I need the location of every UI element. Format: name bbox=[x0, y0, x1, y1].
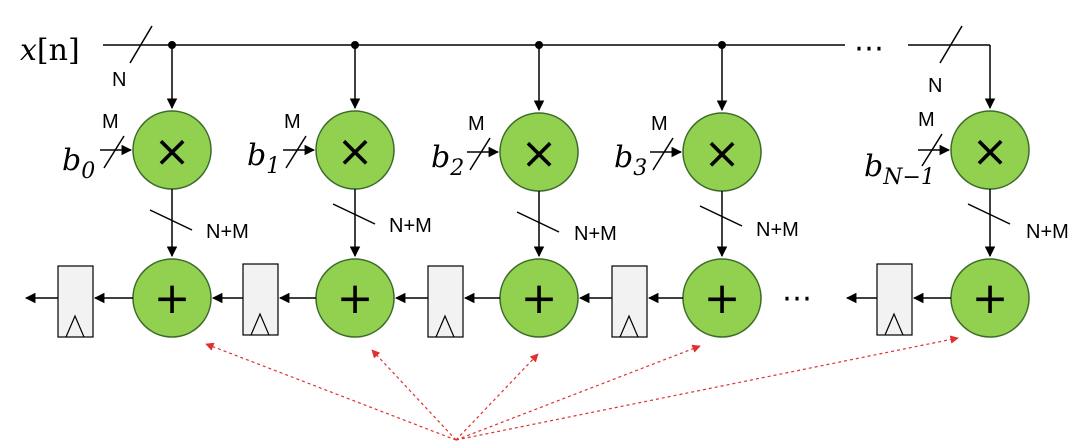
chain-ellipsis: ⋯ bbox=[782, 281, 812, 316]
delay-register bbox=[242, 263, 279, 336]
product-width-label: N+M bbox=[1026, 221, 1069, 243]
coefficient-label: b3 bbox=[614, 140, 647, 181]
coefficient-label: bN−1 bbox=[864, 149, 935, 190]
input-signal-label: x[n] bbox=[20, 33, 80, 68]
product-width-label: N+M bbox=[206, 221, 249, 243]
delay-register bbox=[427, 265, 464, 338]
coef-width-label: M bbox=[284, 111, 301, 133]
plus-icon: + bbox=[337, 273, 374, 324]
tap-1: × b1 M N+M + bbox=[247, 41, 432, 338]
product-width-label: N+M bbox=[756, 219, 799, 241]
multiply-icon: × bbox=[337, 126, 374, 177]
multiply-icon: × bbox=[521, 128, 558, 179]
coef-width-label: M bbox=[651, 113, 668, 135]
plus-icon: + bbox=[704, 273, 741, 324]
tap-last: × bN−1 M N+M + bbox=[864, 109, 1069, 338]
plus-icon: + bbox=[154, 273, 191, 324]
multiply-icon: × bbox=[154, 126, 191, 177]
product-width-label: N+M bbox=[389, 215, 432, 237]
svg-text:x[n]: x[n] bbox=[20, 33, 80, 68]
plus-icon: + bbox=[972, 273, 1009, 324]
coefficient-label: b0 bbox=[62, 143, 95, 184]
multiply-icon: × bbox=[704, 128, 741, 179]
coef-width-label: M bbox=[918, 109, 935, 131]
bus-ellipsis: ⋯ bbox=[854, 31, 884, 66]
tap-0: × b0 M N+M + bbox=[62, 41, 249, 338]
coef-width-label: M bbox=[468, 113, 485, 135]
annotation-arrows bbox=[205, 335, 959, 441]
input-bus-width-label-right: N bbox=[928, 75, 942, 97]
coef-width-label: M bbox=[102, 111, 119, 133]
coefficient-label: b1 bbox=[247, 138, 280, 179]
coefficient-label: b2 bbox=[431, 140, 464, 181]
delay-register bbox=[611, 265, 648, 338]
tap-2: × b2 M N+M + bbox=[431, 41, 617, 338]
input-bus-width-label: N bbox=[112, 69, 126, 91]
delay-register bbox=[57, 265, 94, 338]
multiply-icon: × bbox=[972, 126, 1009, 177]
tap-3: × b3 M N+M + bbox=[614, 41, 799, 338]
plus-icon: + bbox=[521, 273, 558, 324]
delay-register bbox=[876, 263, 913, 336]
product-width-label: N+M bbox=[574, 223, 617, 245]
